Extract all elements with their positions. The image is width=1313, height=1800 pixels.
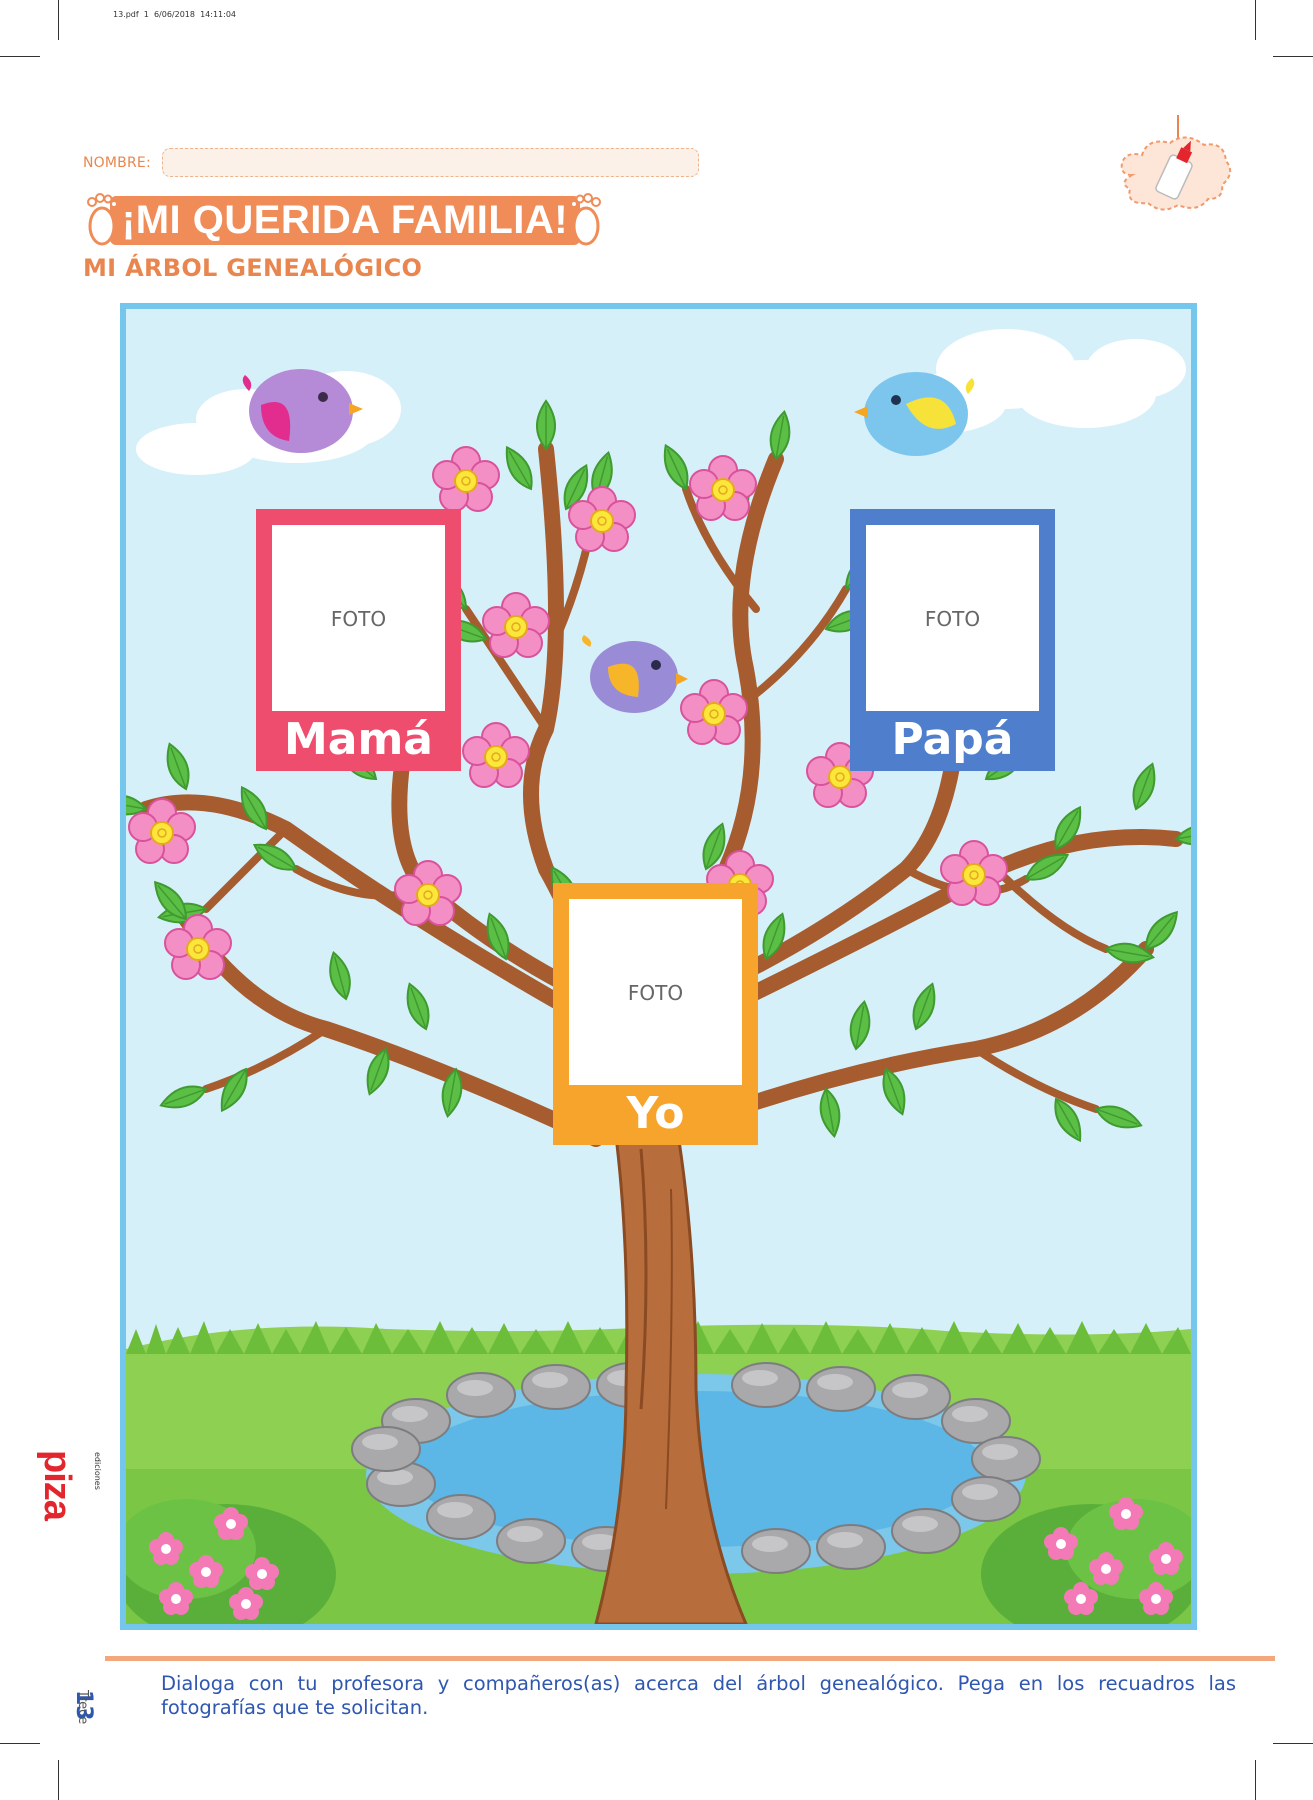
page-title: ¡MI QUERIDA FAMILIA! bbox=[121, 198, 569, 242]
page-subtitle: MI ÁRBOL GENEALÓGICO bbox=[83, 254, 423, 282]
footer-divider bbox=[105, 1656, 1275, 1661]
frame-name-label: Mamá bbox=[283, 714, 433, 765]
name-label: NOMBRE: bbox=[83, 155, 151, 171]
bird-icon bbox=[582, 635, 688, 713]
page-number-word: Trece bbox=[75, 1690, 90, 1725]
photo-slot[interactable] bbox=[866, 525, 1039, 711]
photo-placeholder-label: FOTO bbox=[330, 607, 387, 631]
frame-papa: FOTO Papá bbox=[850, 509, 1055, 771]
publisher-logo-subtext: ediciones bbox=[93, 1452, 102, 1490]
photo-placeholder-label: FOTO bbox=[924, 607, 981, 631]
footprint-icon bbox=[570, 193, 601, 246]
frame-yo: FOTO Yo bbox=[553, 883, 758, 1145]
photo-slot[interactable] bbox=[569, 899, 742, 1085]
crop-mark bbox=[1255, 1760, 1256, 1800]
crop-mark bbox=[1273, 56, 1313, 57]
crop-mark bbox=[0, 56, 40, 57]
instruction-text: Dialoga con tu profesora y compañeros(as… bbox=[161, 1672, 1236, 1719]
glue-bottle-icon bbox=[1120, 115, 1232, 211]
photo-placeholder-label: FOTO bbox=[627, 981, 684, 1005]
crop-mark bbox=[0, 1743, 40, 1744]
print-header: 13.pdf 1 6/06/2018 14:11:04 bbox=[113, 10, 236, 19]
publisher-logo: piza bbox=[36, 1450, 78, 1520]
name-field[interactable] bbox=[162, 148, 699, 177]
frame-mama: FOTO Mamá bbox=[256, 509, 461, 771]
photo-slot[interactable] bbox=[272, 525, 445, 711]
title-banner bbox=[110, 196, 580, 245]
bird-icon bbox=[854, 372, 975, 456]
frame-name-label: Papá bbox=[891, 714, 1014, 765]
frame-name-label: Yo bbox=[626, 1088, 685, 1139]
bird-icon bbox=[242, 369, 363, 453]
family-tree-illustration: FOTO Mamá FOTO Papá FOTO Yo bbox=[120, 303, 1197, 1630]
crop-mark bbox=[58, 1760, 59, 1800]
footprint-icon bbox=[87, 193, 118, 246]
crop-mark bbox=[1255, 0, 1256, 40]
crop-mark bbox=[1273, 1743, 1313, 1744]
crop-mark bbox=[58, 0, 59, 40]
